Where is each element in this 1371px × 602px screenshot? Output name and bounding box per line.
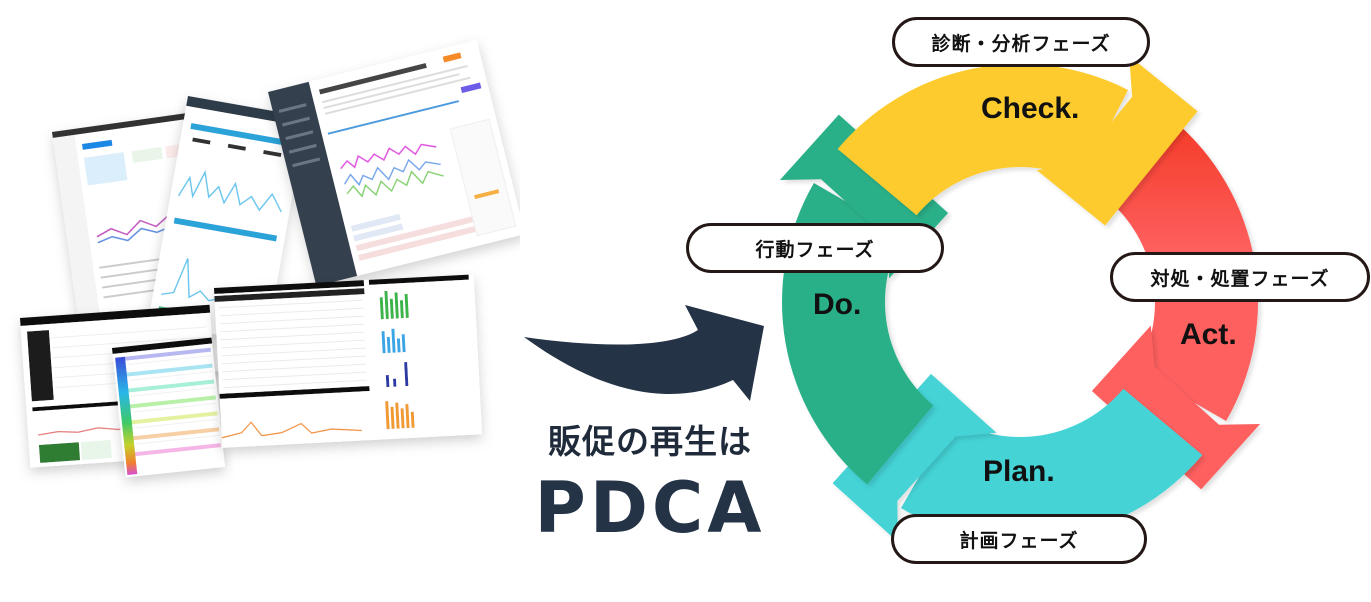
- plan-label: Plan.: [983, 455, 1055, 488]
- collage-illustration: [20, 39, 525, 478]
- check-label: Check.: [981, 92, 1080, 125]
- pdca-caption: 販促の再生は PDCA: [530, 418, 770, 550]
- phase-pill-plan: 計画フェーズ: [891, 514, 1147, 564]
- curved-arrow-icon: [524, 305, 764, 401]
- plan-arrowhead-icon: [832, 373, 997, 543]
- dashboard-sheet-3: [268, 39, 525, 287]
- phase-pill-act: 対処・処置フェーズ: [1110, 252, 1370, 302]
- phase-pill-check: 診断・分析フェーズ: [892, 17, 1150, 67]
- check-arc: [837, 63, 1129, 216]
- act-arrowhead-icon: [1091, 325, 1261, 490]
- do-label: Do.: [813, 288, 862, 321]
- plan-arc: [901, 388, 1203, 540]
- check-arrowhead-icon: [1036, 55, 1198, 226]
- report-screenshots-collage: [0, 0, 525, 598]
- spreadsheet-sheet-2: [112, 337, 226, 478]
- act-label: Act.: [1180, 318, 1237, 351]
- caption-subtitle: 販促の再生は: [548, 422, 752, 461]
- spreadsheet-sheet-3: [214, 274, 483, 448]
- caption-title: PDCA: [534, 467, 766, 549]
- phase-pill-do: 行動フェーズ: [686, 223, 944, 273]
